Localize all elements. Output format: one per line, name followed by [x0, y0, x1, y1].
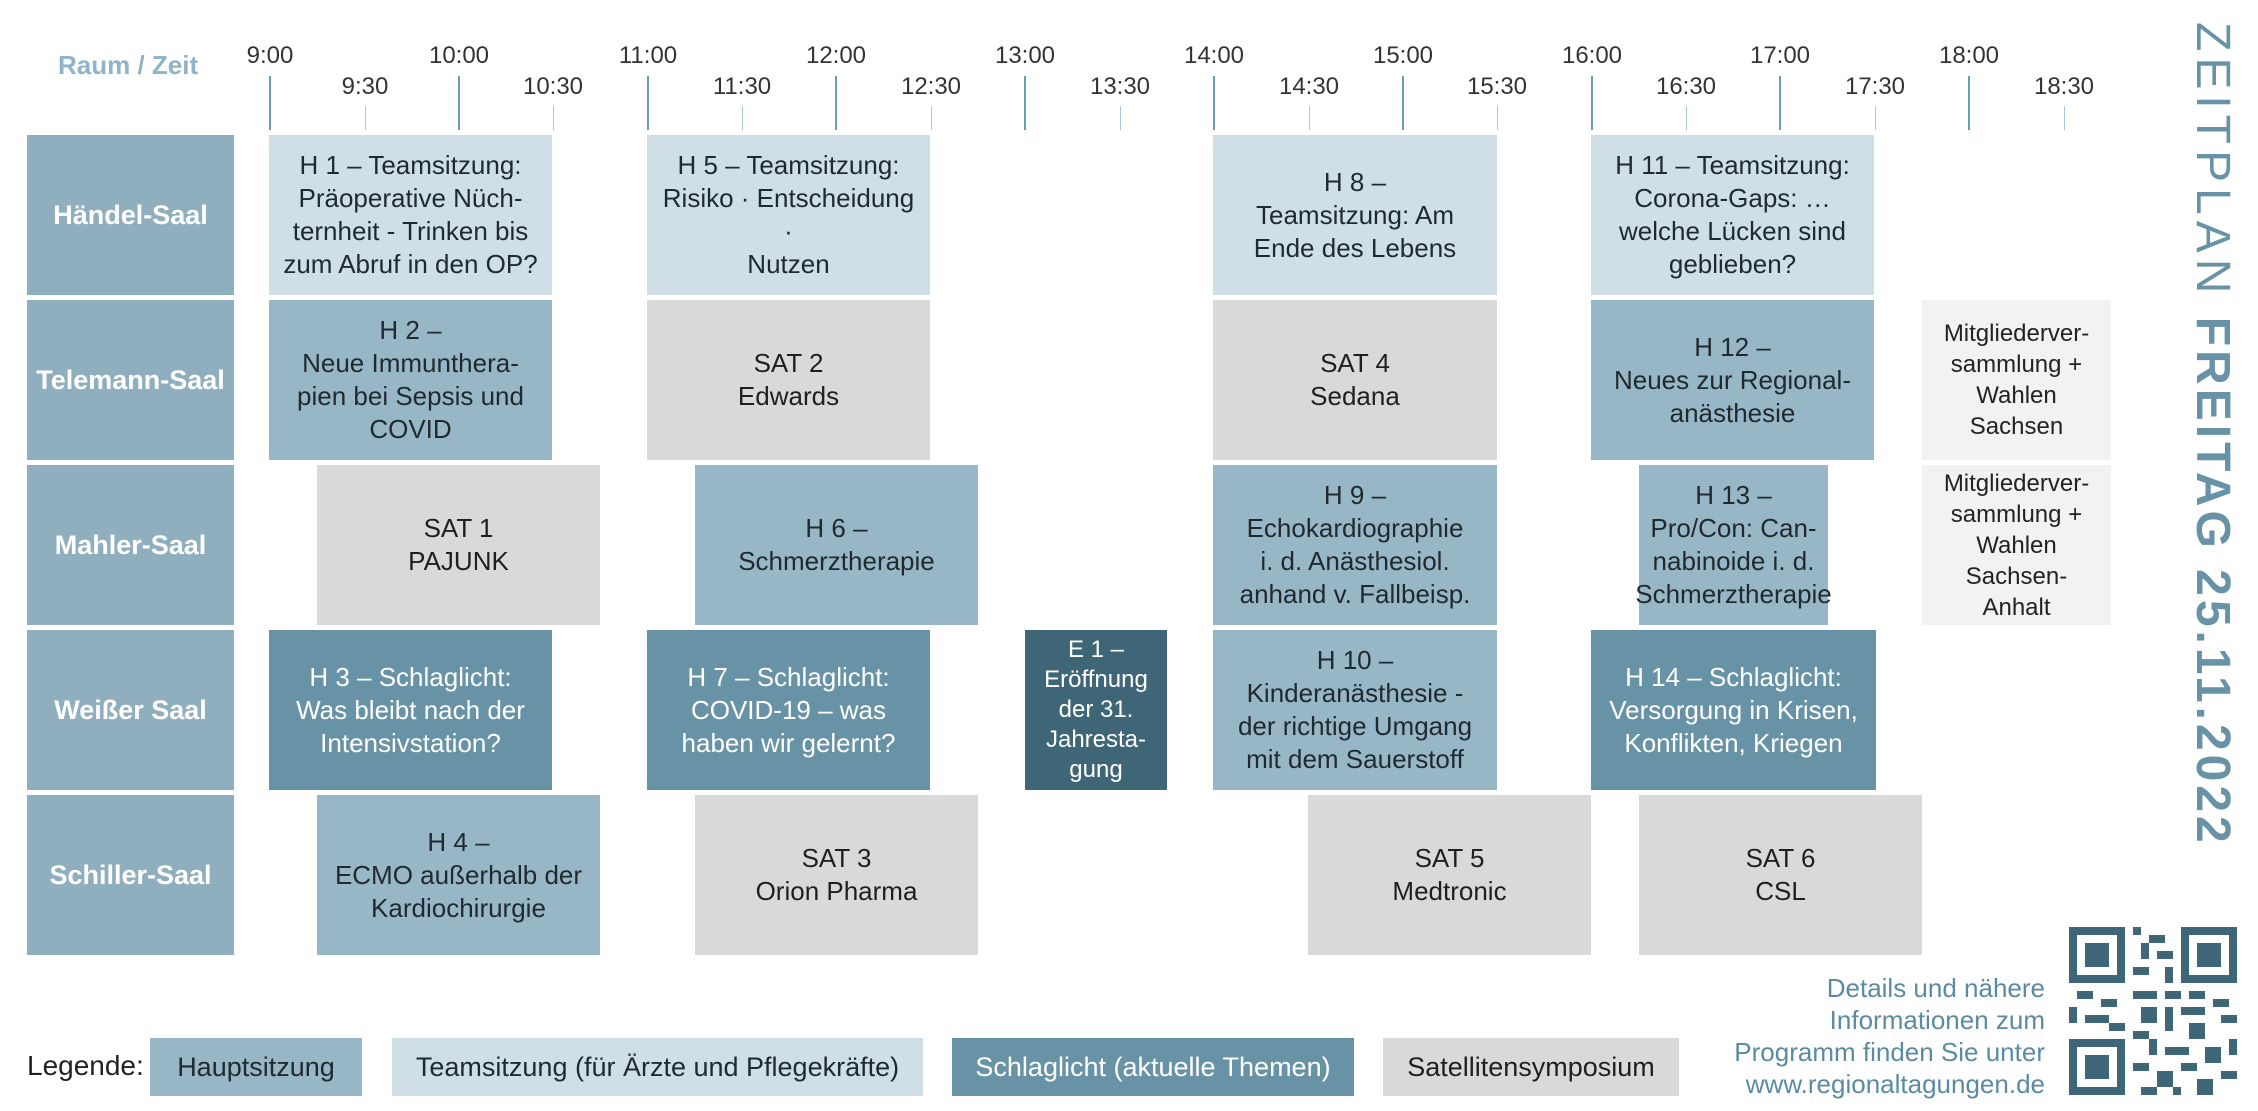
time-label: 16:30 [1655, 73, 1717, 100]
session-h13[interactable]: H 13 – Pro/Con: Can- nabinoide i. d. Sch… [1635, 465, 1832, 625]
time-label: 15:00 [1372, 42, 1434, 69]
time-label: 16:00 [1561, 42, 1623, 69]
legend-label: Legende: [27, 1050, 144, 1081]
time-label: 13:00 [994, 42, 1056, 69]
time-tick [458, 76, 460, 130]
session-h11[interactable]: H 11 – Teamsitzung: Corona-Gaps: … welch… [1591, 135, 1874, 295]
room-weisser-saal: Weißer Saal [27, 630, 234, 790]
time-tick [269, 76, 271, 130]
time-label: 17:30 [1844, 73, 1906, 100]
session-e1[interactable]: E 1 – Eröffnung der 31. Jahresta- gung [1025, 630, 1167, 790]
time-tick [1591, 76, 1593, 130]
session-h2[interactable]: H 2 – Neue Immunthera- pien bei Sepsis u… [269, 300, 552, 460]
time-tick [1120, 106, 1121, 130]
side-title-bold: FREITAG 25.11.2022 [2186, 316, 2239, 847]
time-tick [835, 76, 837, 130]
time-tick [1875, 106, 1876, 130]
session-sat2[interactable]: SAT 2 Edwards [647, 300, 930, 460]
session-h1[interactable]: H 1 – Teamsitzung: Präoperative Nüch- te… [269, 135, 552, 295]
session-mitgliederversammlung-sachsen[interactable]: Mitgliederver- sammlung + Wahlen Sachsen [1922, 300, 2111, 460]
time-tick [1024, 76, 1026, 130]
time-label: 9:30 [341, 73, 389, 100]
side-title: ZEITPLAN FREITAG 25.11.2022 [2185, 22, 2240, 847]
session-h7[interactable]: H 7 – Schlaglicht: COVID-19 – was haben … [647, 630, 930, 790]
room-schiller-saal: Schiller-Saal [27, 795, 234, 955]
room-telemann-saal: Telemann-Saal [27, 300, 234, 460]
session-h12[interactable]: H 12 – Neues zur Regional- anästhesie [1591, 300, 1874, 460]
session-h6[interactable]: H 6 – Schmerztherapie [695, 465, 978, 625]
time-label: 10:30 [522, 73, 584, 100]
header-label: Raum / Zeit [58, 50, 199, 80]
session-h9[interactable]: H 9 – Echokardiographie i. d. Anästhesio… [1213, 465, 1497, 625]
session-sat3[interactable]: SAT 3 Orion Pharma [695, 795, 978, 955]
room-haendel-saal: Händel-Saal [27, 135, 234, 295]
time-tick [1213, 76, 1215, 130]
info-text: Details und nähere Informationen zum Pro… [1734, 973, 2045, 1099]
session-sat5[interactable]: SAT 5 Medtronic [1308, 795, 1591, 955]
time-tick [553, 106, 554, 130]
time-tick [931, 106, 932, 130]
time-label: 10:00 [428, 42, 490, 69]
room-mahler-saal: Mahler-Saal [27, 465, 234, 625]
time-label: 15:30 [1466, 73, 1528, 100]
time-tick [1309, 106, 1310, 130]
time-label: 18:30 [2033, 73, 2095, 100]
time-label: 12:30 [900, 73, 962, 100]
legend-teamsitzung: Teamsitzung (für Ärzte und Pflegekräfte) [392, 1038, 923, 1096]
side-title-light: ZEITPLAN [2186, 22, 2239, 300]
session-h4[interactable]: H 4 – ECMO außerhalb der Kardiochirurgie [317, 795, 600, 955]
time-tick [1497, 106, 1498, 130]
time-label: 14:30 [1278, 73, 1340, 100]
session-sat6[interactable]: SAT 6 CSL [1639, 795, 1922, 955]
time-tick [365, 106, 366, 130]
time-tick [742, 106, 743, 130]
time-label: 17:00 [1749, 42, 1811, 69]
time-tick [1779, 76, 1781, 130]
legend-schlaglicht: Schlaglicht (aktuelle Themen) [952, 1038, 1354, 1096]
session-h14[interactable]: H 14 – Schlaglicht: Versorgung in Krisen… [1591, 630, 1876, 790]
session-h3[interactable]: H 3 – Schlaglicht: Was bleibt nach der I… [269, 630, 552, 790]
time-label: 11:30 [712, 73, 772, 100]
time-label: 13:30 [1089, 73, 1151, 100]
time-tick [1968, 76, 1970, 130]
time-tick [1686, 106, 1687, 130]
session-sat4[interactable]: SAT 4 Sedana [1213, 300, 1497, 460]
time-tick [1402, 76, 1404, 130]
time-label: 18:00 [1938, 42, 2000, 69]
time-label: 11:00 [618, 42, 678, 69]
time-tick [647, 76, 649, 130]
session-h5[interactable]: H 5 – Teamsitzung: Risiko · Entscheidung… [647, 135, 930, 295]
legend-satellitensymposium: Satellitensymposium [1383, 1038, 1679, 1096]
time-tick [2064, 106, 2065, 130]
qr-code-icon[interactable] [2069, 927, 2237, 1095]
session-h10[interactable]: H 10 – Kinderanästhesie - der richtige U… [1213, 630, 1497, 790]
time-label: 12:00 [805, 42, 867, 69]
legend-hauptsitzung: Hauptsitzung [150, 1038, 362, 1096]
time-label: 14:00 [1183, 42, 1245, 69]
session-h8[interactable]: H 8 – Teamsitzung: Am Ende des Lebens [1213, 135, 1497, 295]
session-sat1[interactable]: SAT 1 PAJUNK [317, 465, 600, 625]
time-label: 9:00 [246, 42, 294, 69]
session-mitgliederversammlung-sachsen-anhalt[interactable]: Mitgliederver- sammlung + Wahlen Sachsen… [1922, 465, 2111, 625]
